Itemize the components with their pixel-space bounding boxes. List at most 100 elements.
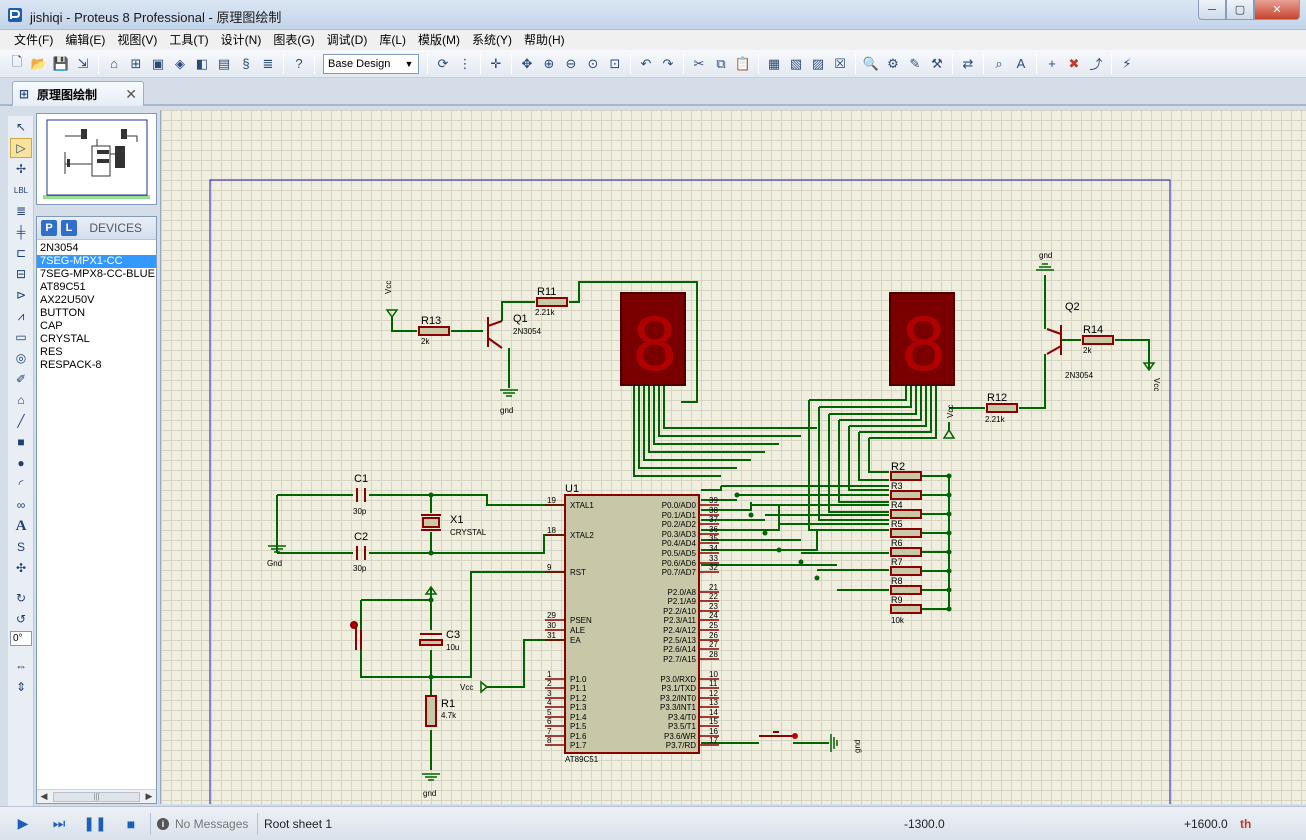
cut-icon[interactable]: ✂ [693, 55, 705, 71]
list-item[interactable]: AT89C51 [40, 281, 86, 293]
grid-icon[interactable]: ⋮ [458, 55, 472, 71]
close-tab-icon[interactable]: ✕ [125, 85, 137, 102]
packaging-tool-icon[interactable]: ✎ [909, 55, 921, 71]
gerber-icon[interactable]: ◈ [175, 55, 185, 71]
pause-simulation-button[interactable]: ❚❚ [83, 815, 107, 831]
list-item[interactable]: 2N3054 [40, 242, 79, 254]
3d-view-icon[interactable]: ◧ [195, 55, 209, 71]
path-icon[interactable]: ∞ [16, 498, 26, 512]
menu-template[interactable]: 模版(M) [418, 33, 460, 47]
scroll-left-icon[interactable]: ◀ [40, 791, 48, 801]
electrical-rule-check-icon[interactable]: ⚡ [1122, 55, 1132, 71]
stop-simulation-button[interactable]: ■ [126, 815, 136, 832]
junction-dot-icon[interactable]: ✢ [15, 162, 27, 176]
menu-debug[interactable]: 调试(D) [326, 33, 368, 47]
list-item[interactable]: CAP [40, 320, 63, 332]
menu-file[interactable]: 文件(F) [14, 33, 54, 47]
close-button[interactable]: ✕ [1254, 0, 1300, 20]
marker-icon[interactable]: ✣ [15, 561, 27, 575]
menu-view[interactable]: 视图(V) [117, 33, 158, 47]
open-folder-icon[interactable]: 📂 [30, 55, 48, 71]
origin-icon[interactable]: ✛ [490, 55, 502, 71]
text-icon[interactable]: A [15, 517, 27, 534]
notes-icon[interactable]: ≣ [262, 55, 274, 71]
list-item[interactable]: RES [40, 346, 63, 358]
virtual-instruments-icon[interactable]: ⌂ [17, 393, 25, 407]
menu-tools[interactable]: 工具(T) [169, 33, 209, 47]
block-rotate-icon[interactable]: ▨ [811, 55, 825, 71]
decompose-icon[interactable]: ⚒ [931, 55, 943, 71]
undo-icon[interactable]: ↶ [640, 55, 652, 71]
menu-library[interactable]: 库(L) [379, 33, 406, 47]
circle-icon[interactable]: ● [17, 456, 25, 470]
make-device-icon[interactable]: ⚙ [887, 55, 899, 71]
minimize-button[interactable]: ─ [1198, 0, 1226, 20]
search-tag-icon[interactable]: ⌕ [995, 55, 1003, 71]
rotate-clockwise-icon[interactable]: ↻ [15, 591, 27, 605]
voltage-probe-icon[interactable]: ✐ [15, 372, 27, 386]
new-file-icon[interactable]: 🗋 [11, 53, 23, 69]
device-pins-icon[interactable]: ⊳ [15, 288, 27, 302]
schematic-icon[interactable]: ⊞ [130, 55, 142, 71]
pick-device-icon[interactable]: 🔍 [862, 55, 880, 71]
menu-edit[interactable]: 编辑(E) [65, 33, 106, 47]
box-icon[interactable]: ■ [17, 435, 25, 449]
tab-schematic-capture[interactable]: ⊞ 原理图绘制 ✕ [12, 81, 144, 106]
arc-icon[interactable]: ◜ [18, 477, 24, 491]
source-code-icon[interactable]: § [242, 56, 250, 71]
selection-mode-icon[interactable]: ↖ [15, 120, 27, 134]
library-manager-button[interactable]: L [61, 220, 77, 236]
zoom-area-icon[interactable]: ⊡ [609, 55, 621, 71]
pan-icon[interactable]: ✥ [521, 55, 533, 71]
terminals-icon[interactable]: ⊟ [15, 267, 27, 281]
scrollbar-thumb[interactable]: ||| [53, 791, 140, 802]
wire-autorouter-icon[interactable]: ⇄ [962, 55, 974, 71]
zoom-all-icon[interactable]: ⊙ [587, 55, 599, 71]
component-mode-icon[interactable]: ▷ [10, 138, 32, 158]
list-item[interactable]: CRYSTAL [40, 333, 90, 345]
buses-icon[interactable]: ╪ [16, 225, 26, 239]
generator-icon[interactable]: ◎ [15, 351, 27, 365]
menu-design[interactable]: 设计(N) [220, 33, 262, 47]
bom-icon[interactable]: ▤ [217, 55, 231, 71]
pcb-icon[interactable]: ▣ [151, 55, 165, 71]
block-delete-icon[interactable]: ☒ [834, 55, 846, 71]
list-item[interactable]: AX22U50V [40, 294, 95, 306]
symbol-icon[interactable]: S [16, 540, 25, 554]
rotate-anticlockwise-icon[interactable]: ↺ [15, 612, 27, 626]
property-assignment-icon[interactable]: A [1016, 56, 1026, 71]
zoom-out-icon[interactable]: ⊖ [565, 55, 577, 71]
pick-devices-button[interactable]: P [41, 220, 57, 236]
menu-system[interactable]: 系统(Y) [472, 33, 512, 47]
home-icon[interactable]: ⌂ [110, 56, 118, 71]
import-icon[interactable]: ⇲ [77, 55, 89, 71]
list-item[interactable]: BUTTON [40, 307, 86, 319]
device-list-scrollbar[interactable]: ◀ ||| ▶ [37, 789, 156, 803]
line-icon[interactable]: ╱ [17, 414, 25, 428]
step-simulation-button[interactable]: ⏭ [52, 815, 66, 831]
refresh-icon[interactable]: ⟳ [437, 55, 449, 71]
list-item[interactable]: RESPACK-8 [40, 359, 102, 371]
block-copy-icon[interactable]: ▦ [767, 55, 781, 71]
play-simulation-button[interactable]: ▶ [17, 815, 29, 831]
remove-sheet-icon[interactable]: ✖ [1068, 55, 1080, 71]
graph-icon[interactable]: ⩘ [17, 308, 25, 323]
list-item[interactable]: 7SEG-MPX8-CC-BLUE [40, 268, 155, 280]
wire-label-icon[interactable]: LBL [13, 185, 29, 195]
block-move-icon[interactable]: ▧ [789, 55, 803, 71]
design-variant-select[interactable]: Base Design ▼ [323, 53, 419, 74]
messages-indicator[interactable]: i No Messages [157, 817, 251, 831]
maximize-button[interactable]: ▢ [1226, 0, 1254, 20]
scroll-right-icon[interactable]: ▶ [145, 791, 153, 801]
mirror-vertical-icon[interactable]: ⇕ [15, 680, 27, 694]
paste-icon[interactable]: 📋 [734, 55, 752, 71]
text-script-icon[interactable]: ≣ [15, 204, 27, 218]
list-item[interactable]: 7SEG-MPX1-CC [37, 255, 156, 268]
zoom-in-icon[interactable]: ⊕ [543, 55, 555, 71]
save-icon[interactable]: 💾 [52, 55, 70, 71]
help-icon[interactable]: ? [295, 56, 303, 71]
overview-window[interactable] [36, 113, 157, 205]
exit-to-parent-icon[interactable]: ⤴ [1089, 57, 1103, 72]
redo-icon[interactable]: ↷ [662, 55, 674, 71]
